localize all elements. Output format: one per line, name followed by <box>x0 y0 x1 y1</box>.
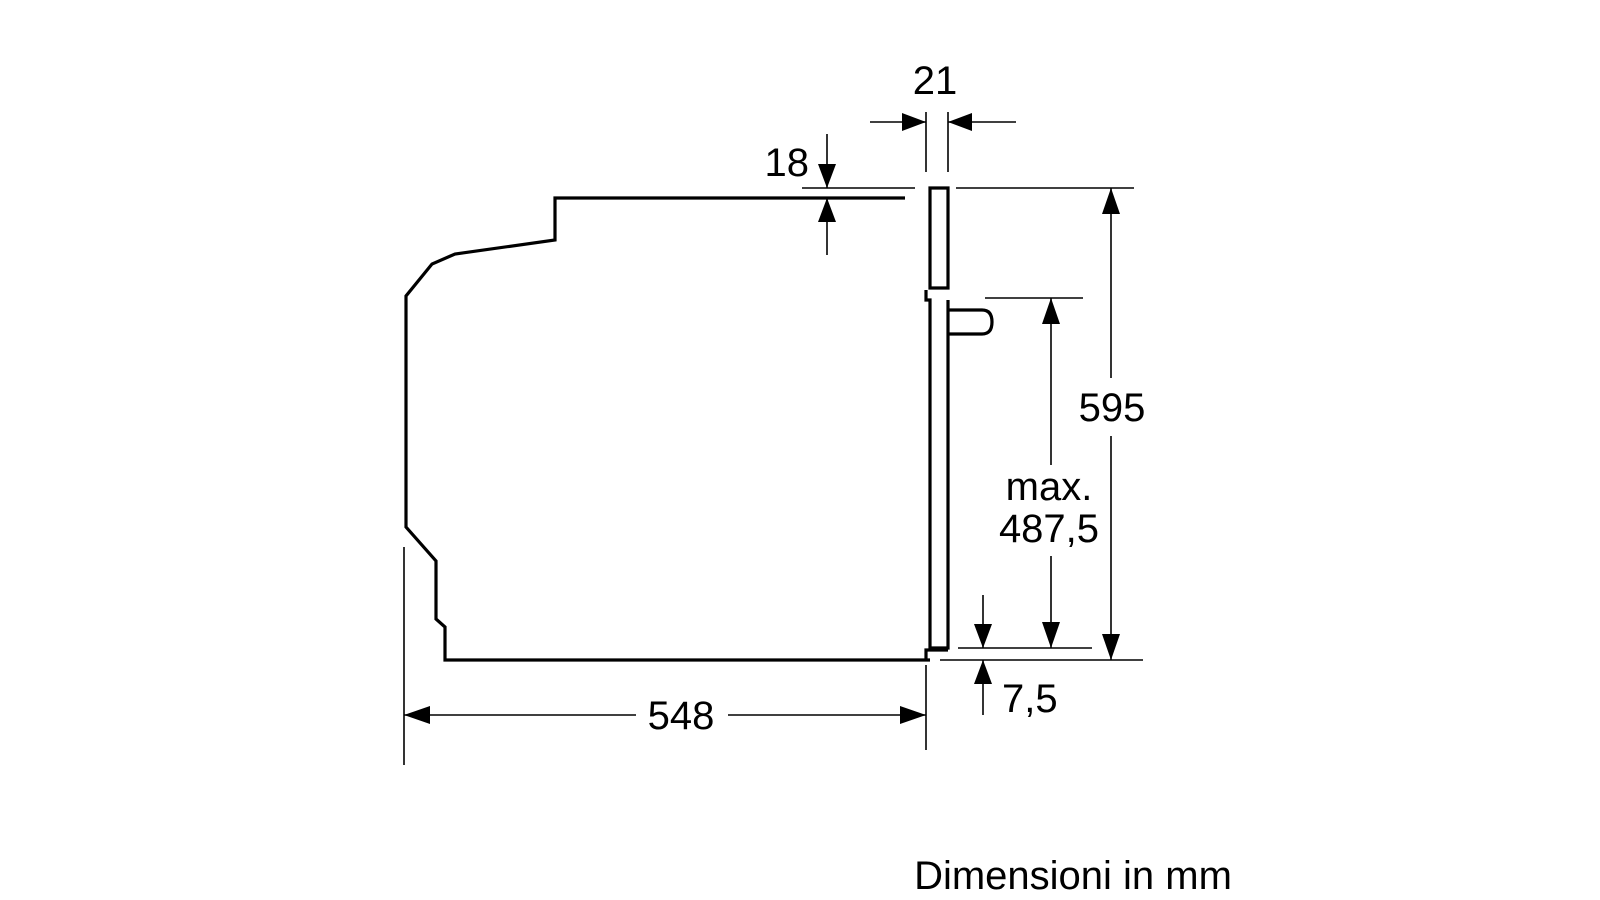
depth-dimension: 548 <box>403 547 927 765</box>
bottom-offset-dimension: 7,5 <box>974 595 1058 721</box>
max-opening-arrow-top <box>1042 298 1060 324</box>
oven-door-upper <box>928 186 950 290</box>
top-offset-dimension: 18 <box>765 134 915 255</box>
top-offset-arrow-up <box>818 198 836 222</box>
door-thickness-arrow-left <box>902 113 926 131</box>
height-dimension: 595 <box>940 187 1146 661</box>
max-opening-dimension: max. 487,5 <box>958 297 1099 649</box>
depth-arrow-right <box>900 706 926 724</box>
door-thickness-arrow-right <box>948 113 972 131</box>
oven-housing <box>404 196 930 662</box>
max-opening-arrow-bottom <box>1042 622 1060 648</box>
bottom-offset-arrow-down <box>974 624 992 648</box>
top-offset-label: 18 <box>765 141 810 185</box>
depth-label: 548 <box>648 694 715 738</box>
depth-arrow-left <box>404 706 430 724</box>
bottom-offset-arrow-up <box>974 660 992 684</box>
max-opening-label-line1: max. <box>1006 465 1093 509</box>
door-thickness-label: 21 <box>913 59 958 103</box>
oven-door-lower <box>924 290 950 660</box>
units-caption: Dimensioni in mm <box>914 854 1232 898</box>
max-opening-label-line2: 487,5 <box>999 507 1099 551</box>
height-arrow-top <box>1102 188 1120 214</box>
top-offset-arrow-down <box>818 164 836 188</box>
bottom-offset-label: 7,5 <box>1002 677 1058 721</box>
height-label: 595 <box>1079 386 1146 430</box>
height-arrow-bottom <box>1102 634 1120 660</box>
oven-door-handle <box>948 308 994 336</box>
door-thickness-dimension: 21 <box>870 59 1016 172</box>
oven-body-outline <box>404 186 994 662</box>
